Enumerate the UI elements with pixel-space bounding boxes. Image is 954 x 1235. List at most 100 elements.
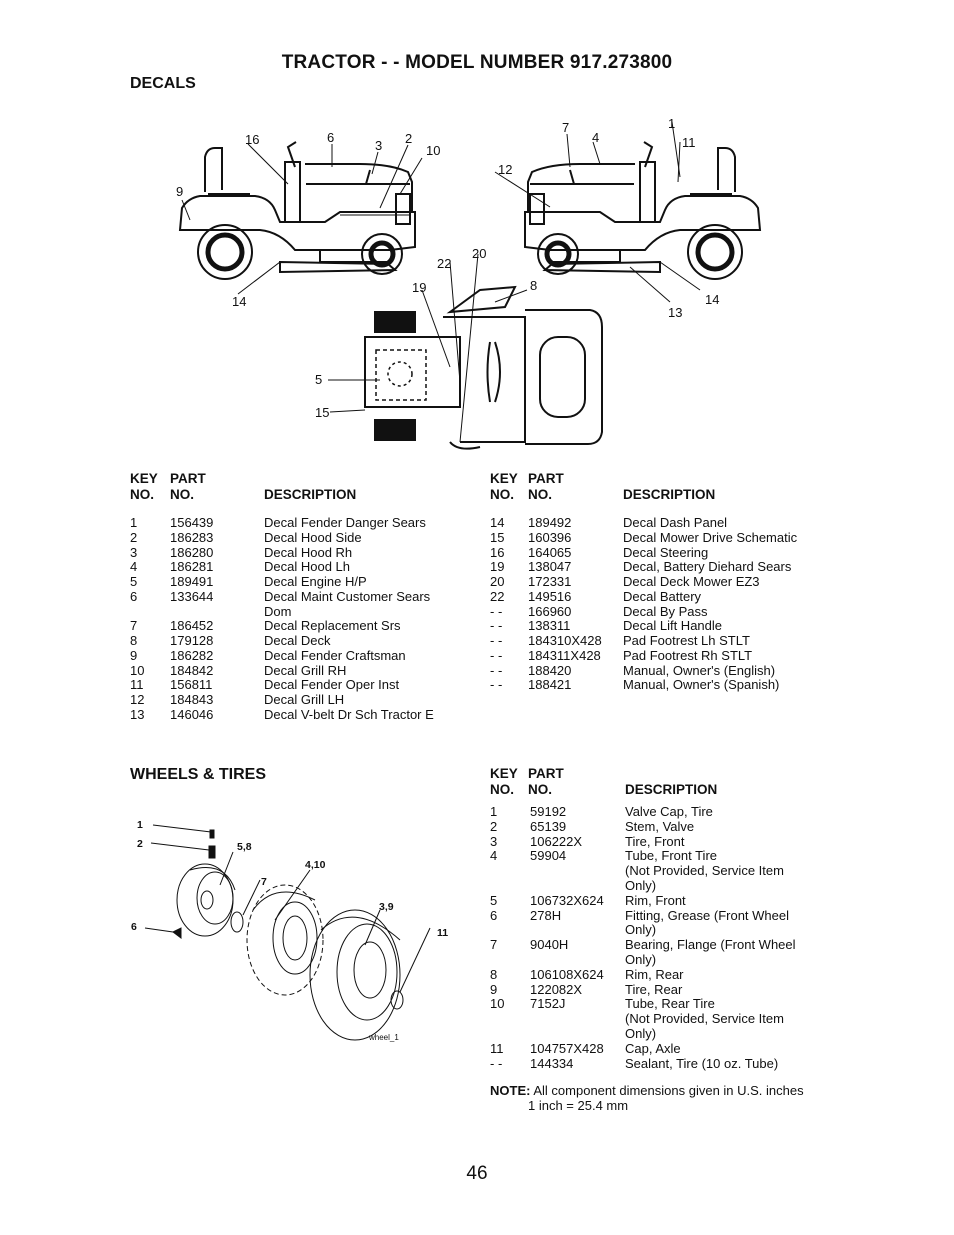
part-cell: 106108X624 xyxy=(530,966,604,982)
wheels-desc-header: DESCRIPTION xyxy=(625,782,718,797)
key-cell: 2 xyxy=(490,818,498,834)
decals-left-desc-header: DESCRIPTION xyxy=(264,487,357,502)
description-cell: Decal V-belt Dr Sch Tractor E xyxy=(264,706,434,722)
left-tractor-drawing xyxy=(178,141,416,280)
callout-19: 19 xyxy=(412,280,426,295)
key-cell: 3 xyxy=(490,833,498,849)
description-cell: Decal Maint Customer Sears xyxy=(264,588,431,604)
part-cell: 106732X624 xyxy=(530,892,604,908)
key-cell: 5 xyxy=(490,892,498,908)
part-cell: 184842 xyxy=(170,662,214,678)
callout-13: 13 xyxy=(668,305,682,320)
bearing-drawing xyxy=(230,911,244,933)
description-cell: Only) xyxy=(625,922,657,938)
part-cell: 133644 xyxy=(170,588,214,604)
description-cell: Decal Grill LH xyxy=(264,692,345,707)
description-cell: Manual, Owner's (English) xyxy=(623,662,776,678)
key-cell: 14 xyxy=(490,515,505,530)
key-cell: 19 xyxy=(490,559,505,575)
description-cell: Decal Mower Drive Schematic xyxy=(623,529,798,545)
key-cell: 6 xyxy=(490,907,498,923)
part-cell: 186283 xyxy=(170,529,214,545)
wheel-callout-7: 7 xyxy=(261,876,267,888)
part-cell: 144334 xyxy=(530,1055,574,1071)
description-cell: Decal Hood Rh xyxy=(264,544,353,560)
description-cell: Only) xyxy=(625,952,657,967)
callout-8: 8 xyxy=(530,278,537,293)
part-cell: 149516 xyxy=(528,588,572,604)
description-cell: Decal Lift Handle xyxy=(623,618,722,634)
valve-stem-drawing xyxy=(208,845,216,859)
description-cell: Decal, Battery Diehard Sears xyxy=(623,559,792,575)
part-cell: 189491 xyxy=(170,574,214,589)
wheel-callout-5-8: 5,8 xyxy=(237,841,252,853)
key-cell: 7 xyxy=(130,618,138,634)
callout-16: 16 xyxy=(245,132,259,147)
description-cell: (Not Provided, Service Item xyxy=(625,863,784,879)
part-cell: 156811 xyxy=(170,677,213,693)
description-cell: Tire, Rear xyxy=(625,981,683,997)
part-cell: 184843 xyxy=(170,692,214,707)
wheels-section-title: WHEELS & TIRES xyxy=(130,766,267,783)
part-cell: 104757X428 xyxy=(530,1040,604,1056)
grease-fitting-drawing xyxy=(172,927,182,939)
key-cell: - - xyxy=(490,633,503,648)
part-cell: 146046 xyxy=(170,706,214,722)
wheel-diagram-label: wheel_1 xyxy=(368,1033,399,1042)
key-cell: 6 xyxy=(130,588,138,604)
key-cell: 2 xyxy=(130,529,138,545)
wheel-callout-4-10: 4,10 xyxy=(305,859,326,871)
description-cell: Decal Fender Craftsman xyxy=(264,647,406,663)
part-cell: 184311X428 xyxy=(528,647,601,663)
note-label: NOTE: xyxy=(490,1083,531,1098)
callout-5: 5 xyxy=(315,372,322,387)
decals-section-title: DECALS xyxy=(130,75,196,92)
description-cell: Pad Footrest Lh STLT xyxy=(623,633,750,648)
key-cell: 10 xyxy=(490,996,505,1012)
key-cell: 12 xyxy=(130,692,145,707)
key-cell: 8 xyxy=(130,633,138,648)
right-tractor-drawing xyxy=(524,141,762,280)
part-cell: 189492 xyxy=(528,515,572,530)
description-cell: Tube, Rear Tire xyxy=(625,996,715,1012)
key-cell: - - xyxy=(490,603,503,619)
description-cell: Decal Deck xyxy=(264,633,331,648)
description-cell: Only) xyxy=(625,1026,657,1041)
part-cell: 7152J xyxy=(530,996,566,1012)
part-cell: 186452 xyxy=(170,618,214,634)
key-cell: 9 xyxy=(490,981,498,997)
description-cell: Sealant, Tire (10 oz. Tube) xyxy=(625,1055,779,1071)
description-cell: Decal Replacement Srs xyxy=(264,618,401,634)
rear-tire-drawing xyxy=(309,909,401,1041)
note-line-2: 1 inch = 25.4 mm xyxy=(528,1098,629,1113)
key-cell: 16 xyxy=(490,544,505,560)
part-cell: 122082X xyxy=(530,981,583,997)
callout-15: 15 xyxy=(315,405,329,420)
callout-12: 12 xyxy=(498,162,512,177)
key-cell: - - xyxy=(490,647,503,663)
front-rim-drawing xyxy=(176,863,234,937)
callout-14-right: 14 xyxy=(705,292,719,307)
description-cell: Rim, Front xyxy=(625,892,686,908)
part-cell: 65139 xyxy=(530,818,567,834)
key-cell: - - xyxy=(490,662,503,678)
description-cell: Decal Dash Panel xyxy=(623,515,728,530)
part-cell: 59904 xyxy=(530,848,567,864)
part-cell: 106222X xyxy=(530,833,583,849)
part-cell: 164065 xyxy=(528,544,572,560)
front-tire-drawing xyxy=(246,884,324,996)
callout-22: 22 xyxy=(437,256,451,271)
callout-1: 1 xyxy=(668,116,675,131)
note-line-1: NOTE: All component dimensions given in … xyxy=(490,1083,804,1098)
description-cell: Decal Engine H/P xyxy=(264,574,367,589)
key-cell: 11 xyxy=(490,1040,504,1056)
part-cell: 166960 xyxy=(528,603,572,619)
part-cell: 186280 xyxy=(170,544,214,560)
decals-right-desc-header: DESCRIPTION xyxy=(623,487,716,502)
description-cell: Dom xyxy=(264,603,292,619)
wheel-callout-1: 1 xyxy=(137,819,143,831)
